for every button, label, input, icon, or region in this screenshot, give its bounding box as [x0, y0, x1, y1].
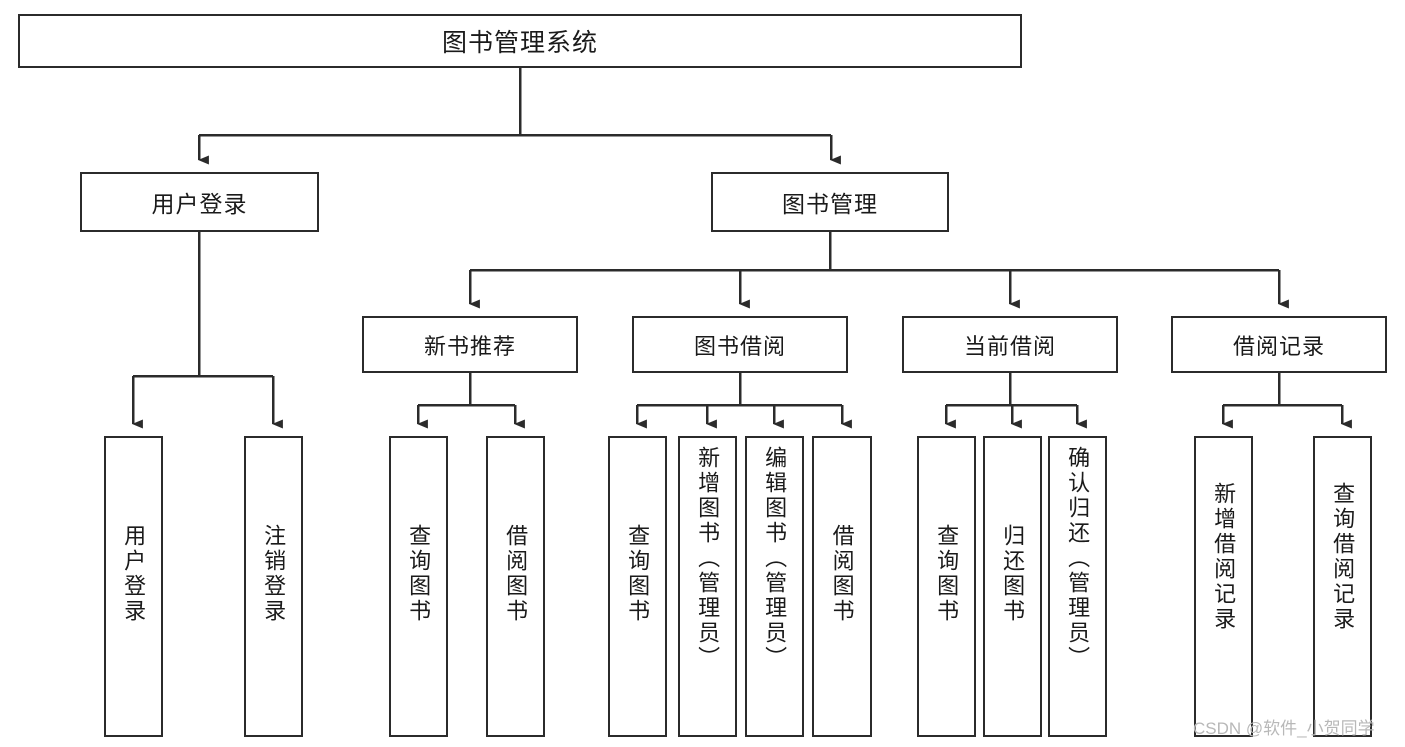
node-leaf-query-book-3[interactable]: 查询图书: [917, 436, 976, 737]
node-leaf-query-book-2-label: 查询图书: [625, 524, 651, 624]
node-leaf-add-record-label: 新增借阅记录: [1211, 482, 1237, 632]
node-leaf-query-record[interactable]: 查询借阅记录: [1313, 436, 1372, 737]
node-current-borrow-label: 当前借阅: [963, 333, 1056, 359]
node-borrow-record-label: 借阅记录: [1232, 333, 1325, 359]
node-leaf-borrow-book-1-label: 借阅图书: [503, 524, 529, 624]
node-leaf-query-book-1[interactable]: 查询图书: [389, 436, 448, 737]
node-leaf-confirm-return[interactable]: 确认归还（管理员）: [1048, 436, 1107, 737]
watermark-text: CSDN @软件_小贺同学: [1193, 719, 1375, 738]
node-leaf-logout-label: 注销登录: [261, 524, 287, 624]
node-user-login[interactable]: 用户登录: [80, 172, 319, 232]
node-leaf-add-record[interactable]: 新增借阅记录: [1194, 436, 1253, 737]
node-root[interactable]: 图书管理系统: [18, 14, 1022, 68]
node-new-book-rec[interactable]: 新书推荐: [362, 316, 578, 373]
node-book-borrow[interactable]: 图书借阅: [632, 316, 848, 373]
node-book-manage-label: 图书管理: [782, 191, 878, 217]
node-book-manage[interactable]: 图书管理: [711, 172, 949, 232]
node-leaf-query-book-3-label: 查询图书: [934, 524, 960, 624]
node-leaf-add-book-label: 新增图书（管理员）: [695, 446, 721, 671]
node-book-borrow-label: 图书借阅: [693, 333, 786, 359]
node-leaf-return-book-label: 归还图书: [1000, 524, 1026, 624]
node-borrow-record[interactable]: 借阅记录: [1171, 316, 1387, 373]
node-leaf-user-login-label: 用户登录: [121, 524, 147, 624]
node-leaf-query-book-1-label: 查询图书: [406, 524, 432, 624]
node-leaf-borrow-book-2-label: 借阅图书: [829, 524, 855, 624]
node-leaf-query-book-2[interactable]: 查询图书: [608, 436, 667, 737]
node-leaf-borrow-book-1[interactable]: 借阅图书: [486, 436, 545, 737]
node-root-label: 图书管理系统: [441, 29, 598, 57]
node-leaf-return-book[interactable]: 归还图书: [983, 436, 1042, 737]
node-leaf-confirm-return-label: 确认归还（管理员）: [1065, 446, 1091, 671]
node-new-book-rec-label: 新书推荐: [423, 333, 516, 359]
node-leaf-query-record-label: 查询借阅记录: [1330, 482, 1356, 632]
node-leaf-logout[interactable]: 注销登录: [244, 436, 303, 737]
node-leaf-edit-book-label: 编辑图书（管理员）: [762, 446, 788, 671]
node-leaf-borrow-book-2[interactable]: 借阅图书: [812, 436, 872, 737]
node-leaf-edit-book[interactable]: 编辑图书（管理员）: [745, 436, 804, 737]
node-leaf-user-login[interactable]: 用户登录: [104, 436, 163, 737]
node-user-login-label: 用户登录: [151, 191, 248, 217]
node-current-borrow[interactable]: 当前借阅: [902, 316, 1118, 373]
node-leaf-add-book[interactable]: 新增图书（管理员）: [678, 436, 737, 737]
